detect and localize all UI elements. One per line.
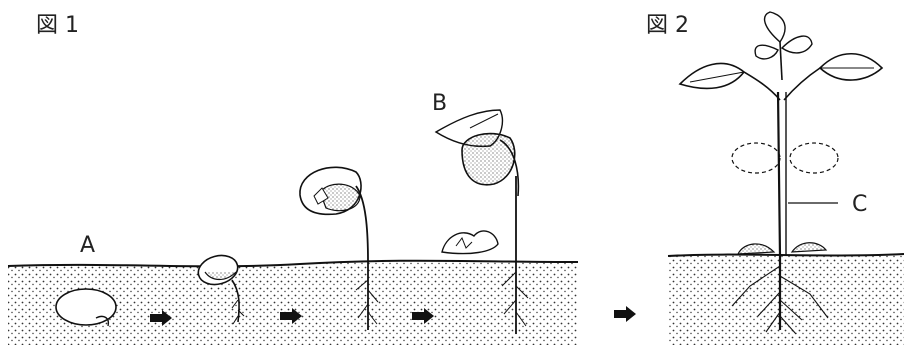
seed-stage-1 [56,289,116,326]
label-a: A [80,233,95,258]
dashed-outline-right [790,143,838,173]
soil-figure-2 [668,254,904,345]
figure-2-title: 図 2 [646,13,689,38]
label-b: B [432,91,447,116]
seed-coat-shell [442,231,498,254]
figure-1-title: 図 1 [36,13,79,38]
label-c: C [852,192,867,217]
dashed-outline-left [732,143,780,173]
arrow-4-icon [614,306,636,322]
